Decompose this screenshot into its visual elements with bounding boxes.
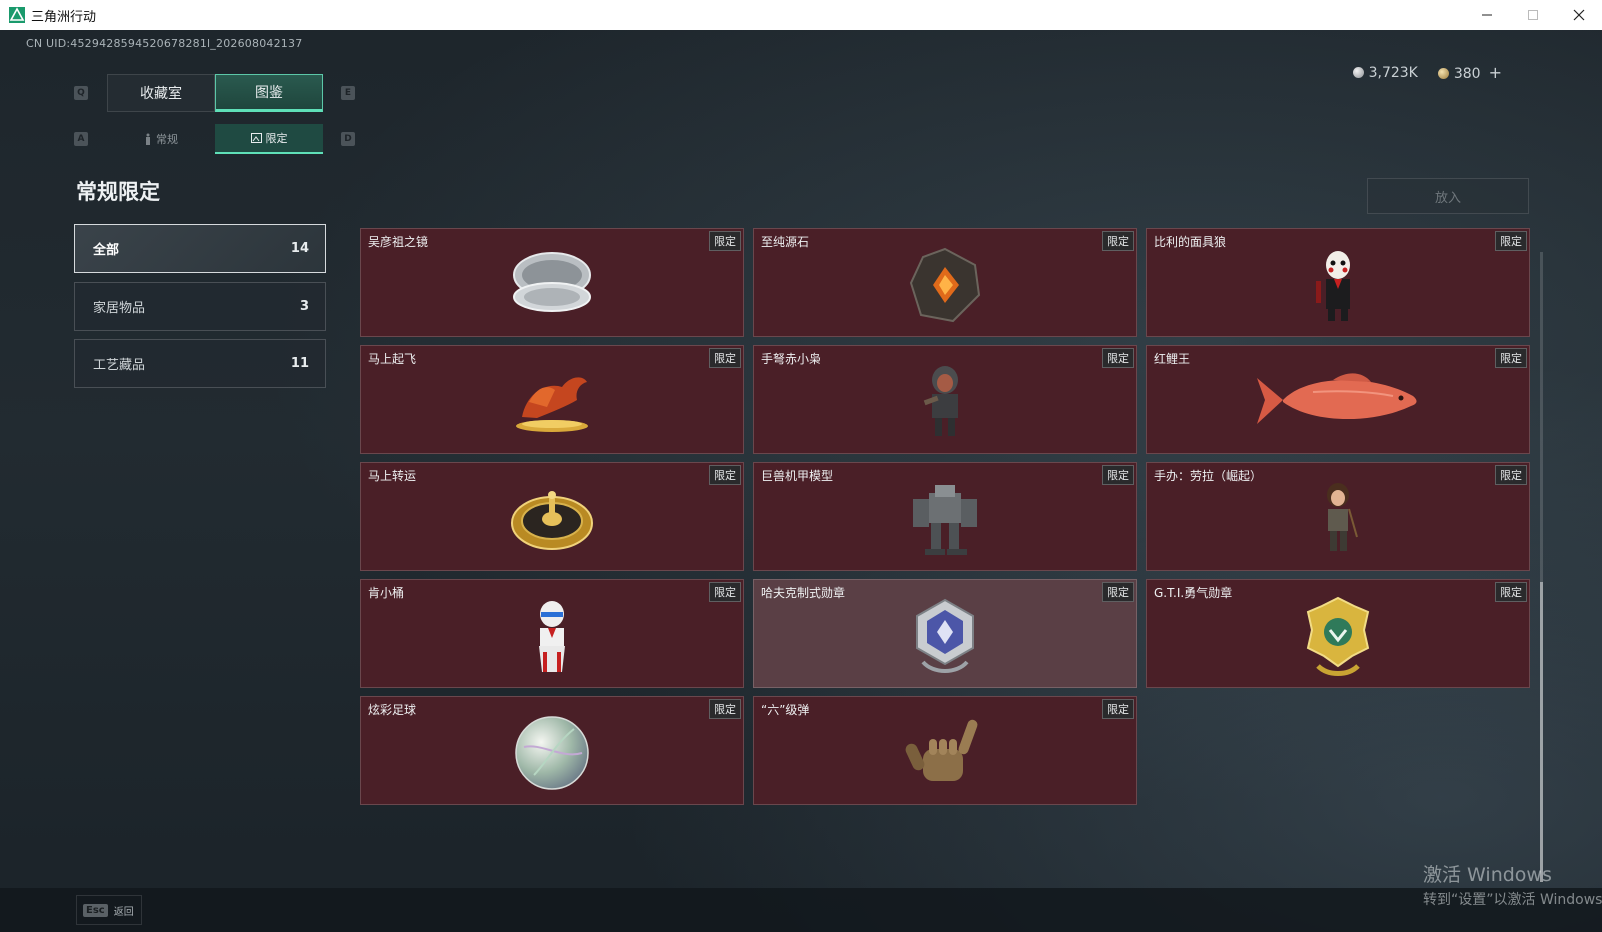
item-card-selected[interactable]: 哈夫克制式勋章限定 — [753, 579, 1137, 688]
section-title: 常规限定 — [76, 180, 160, 204]
silver-coin-icon — [1352, 66, 1364, 78]
puppet-icon — [1316, 251, 1350, 321]
tab-collection-room[interactable]: 收藏室 — [107, 74, 215, 112]
key-hint-a: A — [74, 132, 88, 146]
add-currency-button[interactable]: + — [1488, 63, 1502, 82]
grid-scrollbar-thumb[interactable] — [1540, 582, 1543, 882]
minimize-icon — [1482, 14, 1492, 16]
limited-badge: 限定 — [709, 348, 741, 368]
limited-badge: 限定 — [709, 582, 741, 602]
item-card[interactable]: G.T.I.勇气勋章限定 — [1146, 579, 1530, 688]
window-titlebar: 三角洲行动 — [0, 0, 1602, 30]
app-area: CN UID:4529428594520678281l_202608042137… — [0, 30, 1602, 932]
back-button[interactable]: Esc 返回 — [76, 895, 142, 925]
currency-bar: 3,723K 380+ — [1352, 63, 1502, 82]
close-icon — [1573, 9, 1585, 21]
silver-currency: 3,723K — [1352, 65, 1418, 81]
mech-icon — [913, 485, 977, 555]
key-hint-e: E — [341, 86, 355, 100]
item-card[interactable]: 马上起飞限定 — [360, 345, 744, 454]
maximize-icon — [1528, 10, 1538, 20]
limited-badge: 限定 — [1495, 465, 1527, 485]
maximize-button[interactable] — [1510, 0, 1556, 30]
item-card[interactable]: 巨兽机甲模型限定 — [753, 462, 1137, 571]
item-card[interactable]: “六”级弹限定 — [753, 696, 1137, 805]
item-card[interactable]: 红鲤王限定 — [1146, 345, 1530, 454]
item-card[interactable]: 比利的面具狼限定 — [1146, 228, 1530, 337]
figure-icon — [923, 366, 958, 436]
item-card[interactable]: 炫彩足球限定 — [360, 696, 744, 805]
windows-activation-watermark: 激活 Windows 转到“设置”以激活 Windows。 — [1423, 864, 1602, 908]
limited-badge: 限定 — [1102, 465, 1134, 485]
picture-icon — [250, 133, 262, 143]
sub-tabs: 常规 限定 — [107, 124, 323, 154]
item-card[interactable]: 肯小桶限定 — [360, 579, 744, 688]
limited-badge: 限定 — [1102, 582, 1134, 602]
limited-badge: 限定 — [709, 231, 741, 251]
hand-sculpture-icon — [905, 719, 978, 781]
main-tabs: 收藏室 图鉴 — [107, 74, 323, 112]
football-icon — [515, 716, 589, 790]
bottom-bar — [0, 888, 1602, 932]
tab-catalog[interactable]: 图鉴 — [215, 74, 323, 112]
put-in-button[interactable]: 放入 — [1367, 178, 1529, 214]
fish-icon — [1257, 373, 1417, 424]
gold-medal-icon — [1306, 596, 1370, 676]
item-card[interactable]: 至纯源石限定 — [753, 228, 1137, 337]
horse-icon — [516, 377, 588, 432]
item-card[interactable]: 手办：劳拉（崛起）限定 — [1146, 462, 1530, 571]
limited-badge: 限定 — [709, 699, 741, 719]
subtab-regular[interactable]: 常规 — [107, 124, 215, 154]
stone-icon — [909, 247, 981, 323]
item-card[interactable]: 手弩赤小枭限定 — [753, 345, 1137, 454]
limited-badge: 限定 — [1102, 699, 1134, 719]
window-title: 三角洲行动 — [31, 9, 97, 25]
app-logo-icon — [9, 7, 25, 23]
player-uid: CN UID:4529428594520678281l_202608042137 — [26, 37, 303, 50]
key-hint-d: D — [341, 132, 355, 146]
gold-coin-icon — [1437, 68, 1449, 79]
candle-icon — [146, 133, 150, 145]
item-grid: 吴彦祖之镜限定 至纯源石限定 比利的面具狼限定 — [360, 228, 1534, 868]
esc-key-hint: Esc — [83, 903, 108, 917]
key-hint-q: Q — [74, 86, 88, 100]
hexagon-medal-icon — [916, 598, 974, 673]
item-card[interactable]: 马上转运限定 — [360, 462, 744, 571]
limited-badge: 限定 — [709, 465, 741, 485]
limited-badge: 限定 — [1495, 348, 1527, 368]
grid-scrollbar-track[interactable] — [1540, 252, 1543, 882]
limited-badge: 限定 — [1495, 582, 1527, 602]
mirror-icon — [513, 252, 591, 312]
limited-badge: 限定 — [1102, 231, 1134, 251]
lara-icon — [1327, 483, 1358, 551]
limited-badge: 限定 — [1495, 231, 1527, 251]
subtab-limited[interactable]: 限定 — [215, 124, 323, 154]
limited-badge: 限定 — [1102, 348, 1134, 368]
close-button[interactable] — [1556, 0, 1602, 30]
gold-currency: 380+ — [1437, 63, 1502, 82]
compass-icon — [511, 491, 593, 550]
minimize-button[interactable] — [1464, 0, 1510, 30]
bucket-figure-icon — [539, 601, 565, 672]
item-card[interactable]: 吴彦祖之镜限定 — [360, 228, 744, 337]
